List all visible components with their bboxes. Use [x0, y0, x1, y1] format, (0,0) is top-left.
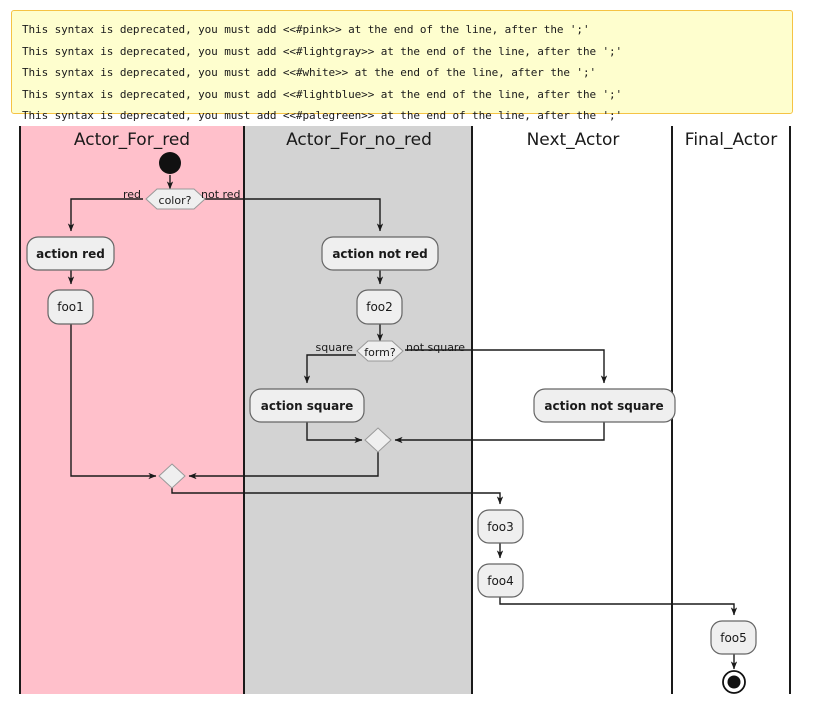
activity-node-foo1: foo1 [47, 289, 94, 325]
edge-label-square: square [316, 341, 354, 354]
activity-node-foo4: foo4 [477, 563, 524, 598]
action-red-box [26, 236, 115, 271]
merge-node-outer [158, 463, 186, 489]
foo2-label: foo2 [366, 300, 393, 314]
activity-node-foo3: foo3 [477, 509, 524, 544]
foo3-box [477, 509, 524, 544]
action-square-box [249, 388, 365, 423]
action-not-red-label: action not red [332, 247, 427, 261]
edge-form-notsquare-to-action-not-square [405, 349, 608, 384]
decision-color-label: color? [159, 194, 192, 207]
foo5-box [710, 620, 757, 655]
foo2-box [356, 289, 403, 325]
end-node [722, 670, 746, 694]
foo5-label: foo5 [720, 631, 747, 645]
edge-form-square-to-action-square [303, 354, 356, 384]
deprecation-warning-box: This syntax is deprecated, you must add … [11, 10, 793, 122]
foo4-label: foo4 [487, 574, 514, 588]
end-node-inner-dot [727, 675, 741, 689]
activity-node-action-not-square: action not square [533, 388, 676, 423]
edge-label-red: red [123, 188, 141, 201]
edge-merge2-to-merge-left [188, 452, 379, 480]
edge-color-notred-to-action-not-red [198, 198, 384, 232]
edge-action-square-to-merge2 [306, 421, 363, 444]
start-node [159, 152, 181, 174]
edge-action-not-square-to-merge2 [394, 421, 605, 444]
warning-line-5: This syntax is deprecated, you must add … [22, 109, 623, 122]
warning-line-2: This syntax is deprecated, you must add … [22, 44, 623, 58]
foo3-label: foo3 [487, 520, 514, 534]
action-not-square-label: action not square [544, 399, 663, 413]
swimlane-title-actor-for-no-red: Actor_For_no_red [286, 130, 432, 150]
edge-foo4-to-foo5 [499, 597, 738, 616]
swimlane-bg-final-actor [673, 126, 790, 694]
edge-label-not-square: not square [406, 341, 465, 354]
form-decision-hexagon [356, 340, 404, 362]
activity-node-foo2: foo2 [356, 289, 403, 325]
flow-edges [67, 175, 738, 670]
swimlane-title-final-actor: Final_Actor [685, 130, 777, 150]
activity-node-action-not-red: action not red [321, 236, 439, 271]
action-not-red-box [321, 236, 439, 271]
swimlane-title-next-actor: Next_Actor [527, 130, 620, 150]
foo1-label: foo1 [57, 300, 84, 314]
edge-label-not-red: not red [201, 188, 241, 201]
warning-line-1: This syntax is deprecated, you must add … [22, 23, 590, 36]
decision-node-form: form? square not square [316, 340, 465, 362]
activity-node-foo5: foo5 [710, 620, 757, 655]
swimlane-titles: Actor_For_red Actor_For_no_red Next_Acto… [74, 130, 777, 150]
color-decision-hexagon [145, 188, 206, 210]
edge-foo1-to-merge-left [70, 324, 157, 480]
swimlane-bg-actor-for-red [20, 126, 244, 694]
foo4-box [477, 563, 524, 598]
activity-node-action-square: action square [249, 388, 365, 423]
decision-form-label: form? [364, 346, 396, 359]
action-square-label: action square [261, 399, 353, 413]
edge-merge-left-to-foo3 [171, 488, 504, 505]
warning-line-4: This syntax is deprecated, you must add … [22, 87, 623, 101]
edge-color-red-to-action-red [67, 198, 143, 232]
action-red-label: action red [36, 247, 105, 261]
activity-node-action-red: action red [26, 236, 115, 271]
swimlane-title-actor-for-red: Actor_For_red [74, 130, 190, 150]
decision-node-color: color? red not red [123, 188, 241, 210]
warning-line-3: This syntax is deprecated, you must add … [22, 66, 596, 79]
action-not-square-box [533, 388, 676, 423]
foo1-box [47, 289, 94, 325]
merge-node-inner [364, 427, 392, 453]
